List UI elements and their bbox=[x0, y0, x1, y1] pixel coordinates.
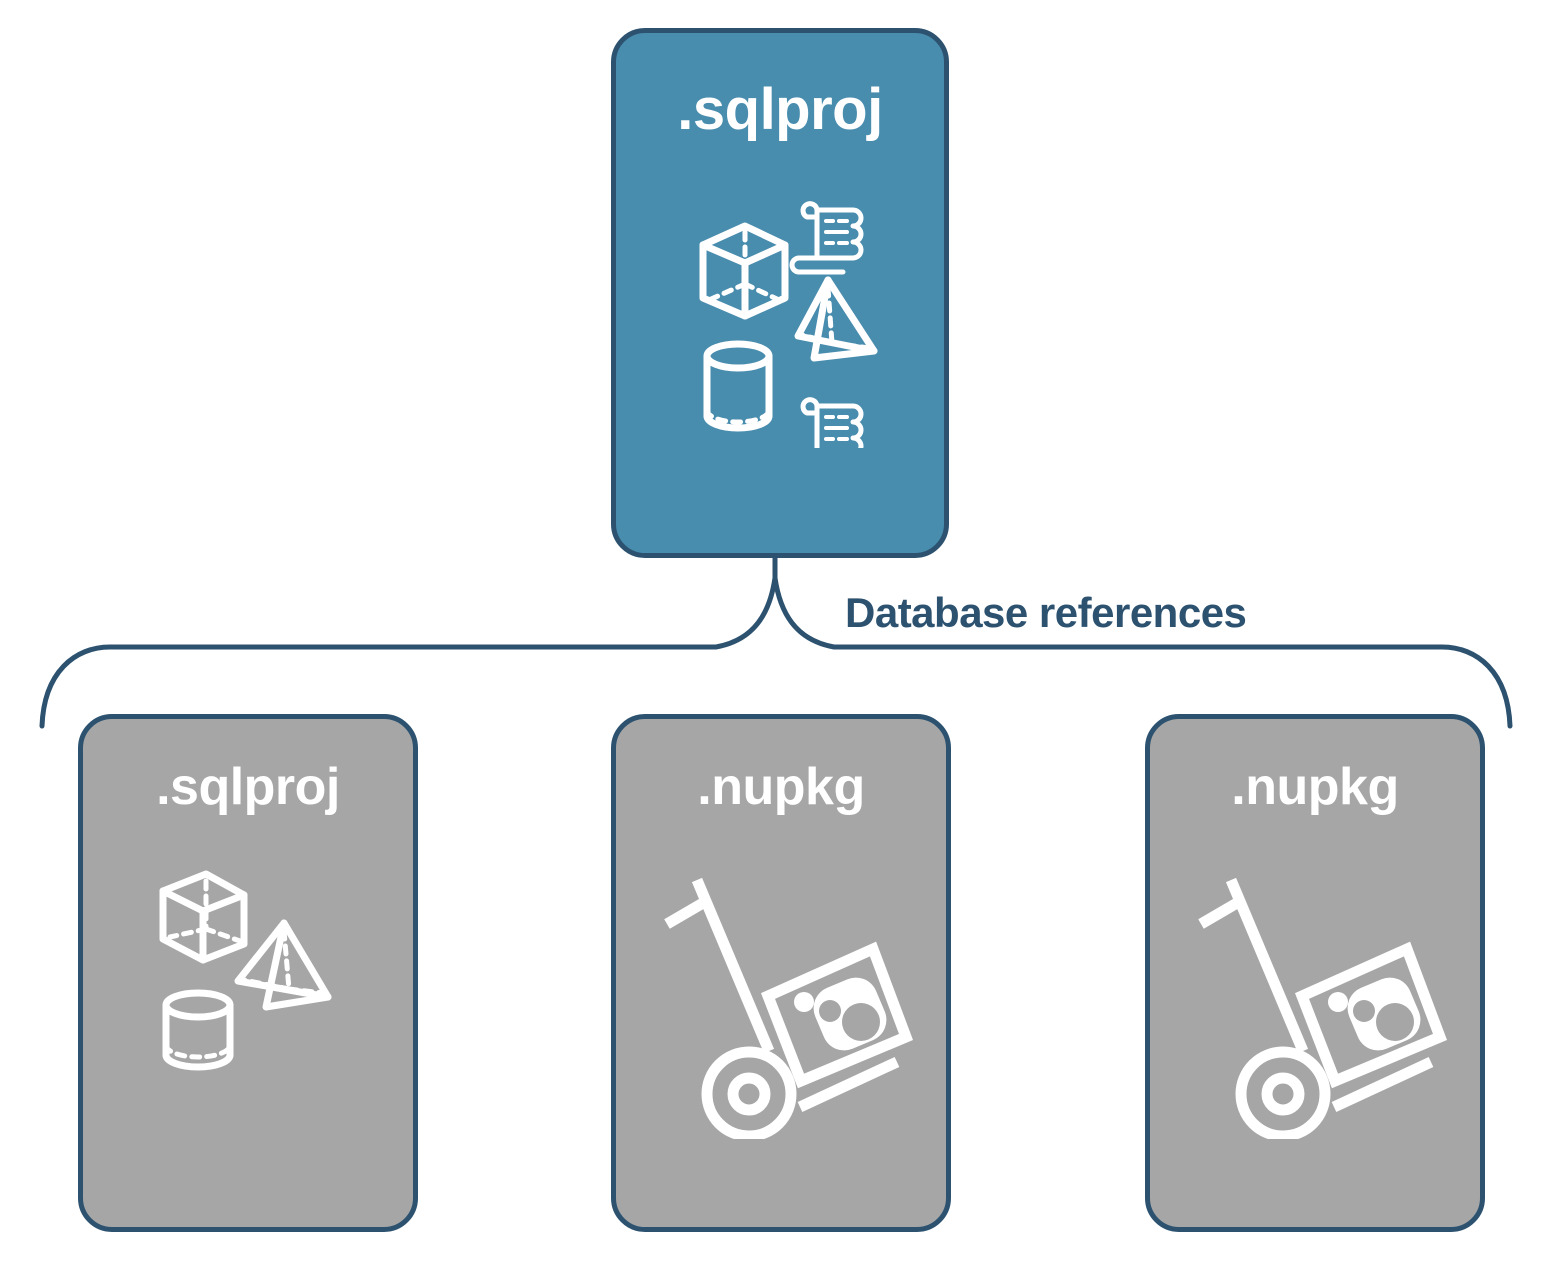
node-ref-nupkg-2[interactable]: .nupkg bbox=[1145, 714, 1485, 1232]
root-icon-cluster bbox=[616, 188, 944, 468]
node-ref-sqlproj-title: .sqlproj bbox=[156, 758, 340, 816]
package-dolly-icon-svg bbox=[1198, 877, 1448, 1139]
nuget-glyph-holes bbox=[819, 1000, 880, 1041]
package-dolly-icon bbox=[1198, 877, 1448, 1139]
nuget-glyph-holes bbox=[1353, 1000, 1414, 1041]
node-ref-nupkg-1-title: .nupkg bbox=[697, 758, 865, 816]
ref-nupkg-2-icon-cluster bbox=[1150, 859, 1480, 1149]
ref-nupkg-1-icon-cluster bbox=[616, 859, 946, 1149]
pyramid-icon bbox=[234, 919, 332, 1011]
cylinder-icon bbox=[162, 989, 234, 1071]
package-dolly-icon-svg bbox=[664, 877, 914, 1139]
pyramid-icon bbox=[794, 276, 878, 362]
ref-sqlproj-icon-cluster bbox=[83, 859, 413, 1089]
cylinder-icon bbox=[703, 340, 773, 432]
package-dolly-icon bbox=[664, 877, 914, 1139]
cube-icon bbox=[699, 222, 789, 320]
scroll-icon bbox=[800, 397, 864, 448]
node-ref-sqlproj[interactable]: .sqlproj bbox=[78, 714, 418, 1232]
scroll-icon bbox=[789, 201, 864, 275]
brace-left bbox=[39, 575, 778, 729]
edge-label-database-references: Database references bbox=[845, 589, 1247, 636]
node-ref-nupkg-2-title: .nupkg bbox=[1231, 758, 1399, 816]
cube-icon bbox=[159, 870, 248, 964]
node-root-title: .sqlproj bbox=[677, 77, 883, 142]
root-icon-cluster-svg bbox=[699, 201, 878, 448]
node-root-sqlproj[interactable]: .sqlproj bbox=[611, 28, 949, 558]
ref-sqlproj-icon-cluster-svg bbox=[159, 870, 332, 1071]
node-ref-nupkg-1[interactable]: .nupkg bbox=[611, 714, 951, 1232]
